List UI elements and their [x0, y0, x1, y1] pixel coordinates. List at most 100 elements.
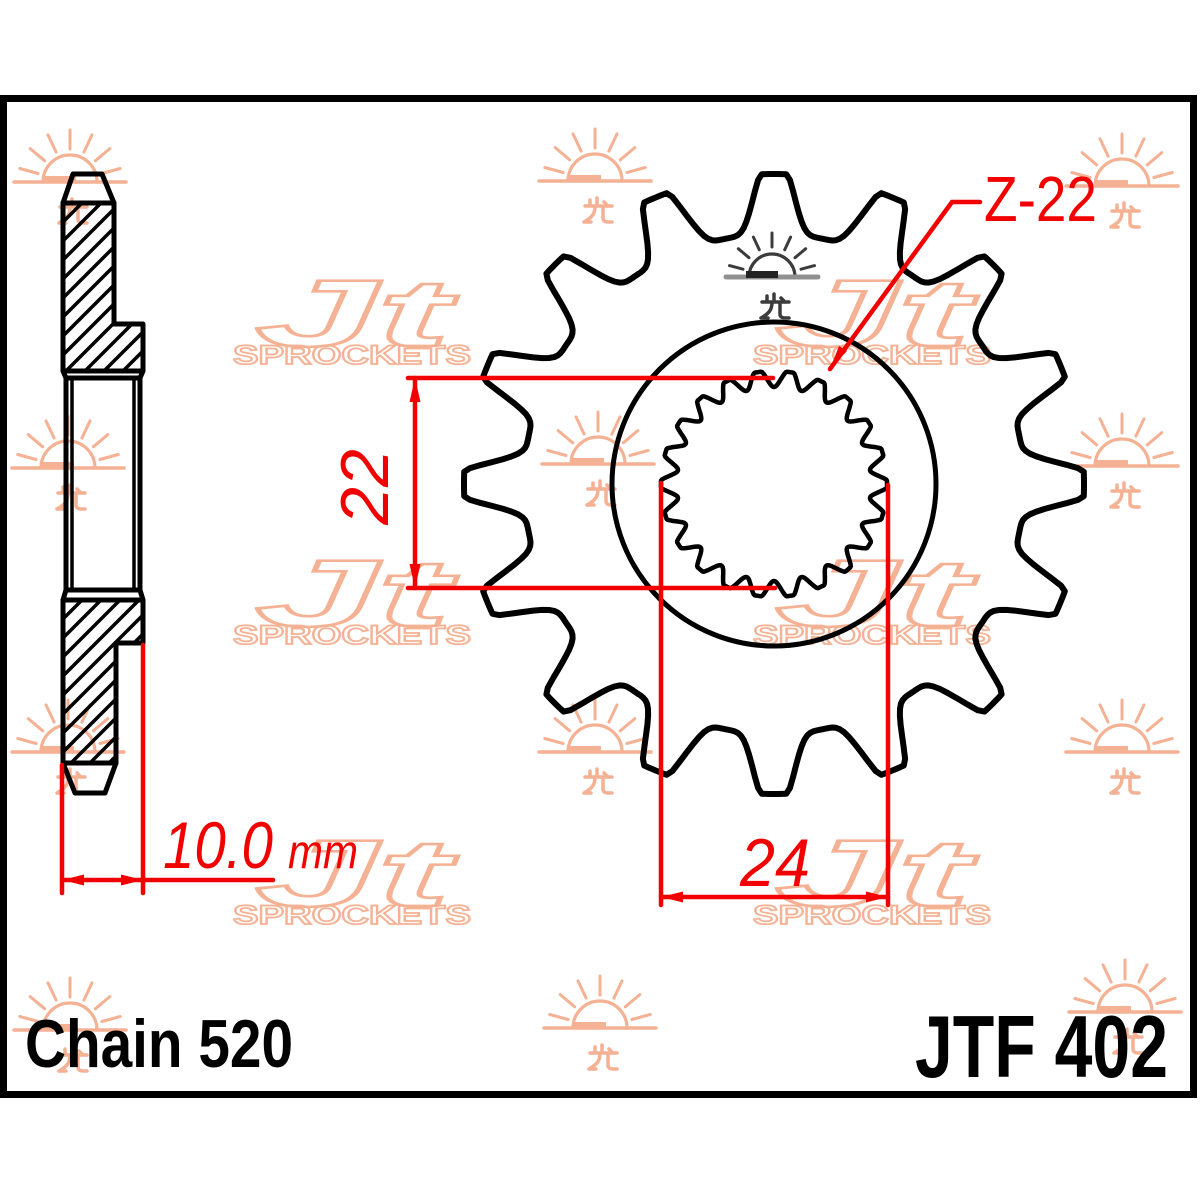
sun-ray	[546, 449, 568, 457]
sun-ray	[610, 415, 622, 436]
jt-mark-glyph	[1109, 481, 1141, 509]
sun-reflection-bar	[1099, 1006, 1131, 1013]
sun-reflection-bar	[1096, 746, 1128, 753]
sun-ray	[799, 264, 816, 271]
sun-ray	[1134, 137, 1146, 158]
arrowhead-up	[409, 378, 421, 402]
sun-ray	[16, 737, 38, 745]
arrowhead-left-10	[62, 874, 84, 886]
sun-watermark	[542, 974, 658, 1071]
jt-logo-subtext: SPROCKETS	[753, 900, 991, 930]
hatch-line	[63, 203, 143, 371]
jt-mark-glyph	[1109, 201, 1141, 229]
sun-ray	[44, 703, 56, 724]
sun-ray	[1083, 977, 1102, 993]
sun-ray	[82, 981, 94, 1002]
sun-watermark	[1064, 132, 1180, 229]
bore-major-dimension-label: 24	[739, 825, 810, 901]
sun-ray	[46, 981, 58, 1002]
hatch-line	[63, 203, 122, 371]
jt-logo-letters: Jt	[255, 541, 458, 647]
sun-watermark	[1064, 698, 1180, 795]
sun-ray	[1073, 997, 1095, 1005]
hatch-line	[64, 203, 143, 371]
jt-mark-glyph	[582, 767, 614, 795]
sun-semicircle-icon	[1093, 723, 1151, 754]
jt-logo-letters: Jt	[775, 541, 978, 647]
sun-ray	[628, 449, 650, 457]
sun-ray	[556, 429, 575, 445]
sun-semicircle-icon	[566, 152, 624, 183]
sun-ray	[621, 429, 640, 445]
sun-ray	[1134, 417, 1146, 438]
sun-reflection-bar	[572, 458, 604, 465]
jt-mark-glyph	[759, 292, 791, 320]
hatch-line	[63, 600, 65, 763]
sun-ray	[1134, 703, 1146, 724]
side-hub-right-lower	[113, 597, 146, 766]
sun-ray	[1080, 151, 1099, 167]
hatch-line	[63, 203, 141, 371]
dimension-layer: Z-22 22 24 10.0 mm	[59, 163, 1097, 908]
side-neck-top	[60, 368, 146, 381]
sun-ray	[18, 167, 40, 175]
sun-semicircle-icon	[41, 1001, 99, 1032]
sun-ray	[630, 1013, 652, 1021]
sun-semicircle-icon	[747, 252, 797, 279]
sun-ray	[93, 995, 112, 1011]
hatch-line	[63, 600, 141, 763]
sun-semicircle-icon	[1093, 437, 1151, 468]
sun-ray	[1148, 977, 1167, 993]
hatch-line	[63, 203, 143, 371]
jt-logo-letters: Jt	[255, 261, 458, 367]
sun-ray	[618, 146, 637, 162]
sun-ray	[625, 166, 647, 174]
sun-watermark	[1067, 958, 1183, 1055]
sun-ray	[1080, 431, 1099, 447]
sun-ray	[91, 433, 110, 449]
sun-ray	[607, 703, 619, 724]
jt-sun-logo-dark	[723, 231, 821, 320]
sun-ray	[98, 453, 120, 461]
sun-ray	[44, 419, 56, 440]
sun-ray	[612, 979, 624, 1000]
side-neck-bottom	[60, 587, 146, 603]
hub-circle	[609, 319, 939, 649]
sun-ray	[1080, 717, 1099, 733]
sun-reflection-bar	[44, 1024, 76, 1031]
hatch-line	[69, 600, 143, 763]
sun-ray	[80, 419, 92, 440]
jt-logo-letters: Jt	[255, 821, 458, 927]
sun-watermark	[12, 976, 128, 1073]
sun-watermark	[10, 698, 126, 795]
hatch-line	[83, 203, 143, 371]
sun-ray	[553, 146, 572, 162]
sun-ray	[558, 993, 577, 1009]
sun-ray	[18, 1015, 40, 1023]
sun-ray	[751, 235, 761, 252]
sun-reflection-bar	[569, 175, 601, 182]
sun-ray	[1098, 417, 1110, 438]
jt-mark-glyph	[1109, 767, 1141, 795]
sun-ray	[571, 132, 583, 153]
sun-ray	[543, 737, 565, 745]
side-tooth-bottom	[60, 760, 119, 796]
side-tooth-top	[60, 171, 117, 206]
sun-ray	[100, 1015, 122, 1023]
sun-ray	[548, 1013, 570, 1021]
hub-width-unit-label: mm	[288, 826, 358, 879]
sun-ray	[1145, 151, 1164, 167]
sun-ray	[1137, 963, 1149, 984]
sun-reflection-bar	[1096, 180, 1128, 187]
sun-ray	[1152, 451, 1174, 459]
jt-mark-glyph	[1112, 1027, 1144, 1055]
sun-ray	[1152, 737, 1174, 745]
bore-minor-dimension-label: 22	[327, 449, 403, 526]
hatch-line	[63, 600, 143, 763]
sun-ray	[46, 133, 58, 154]
